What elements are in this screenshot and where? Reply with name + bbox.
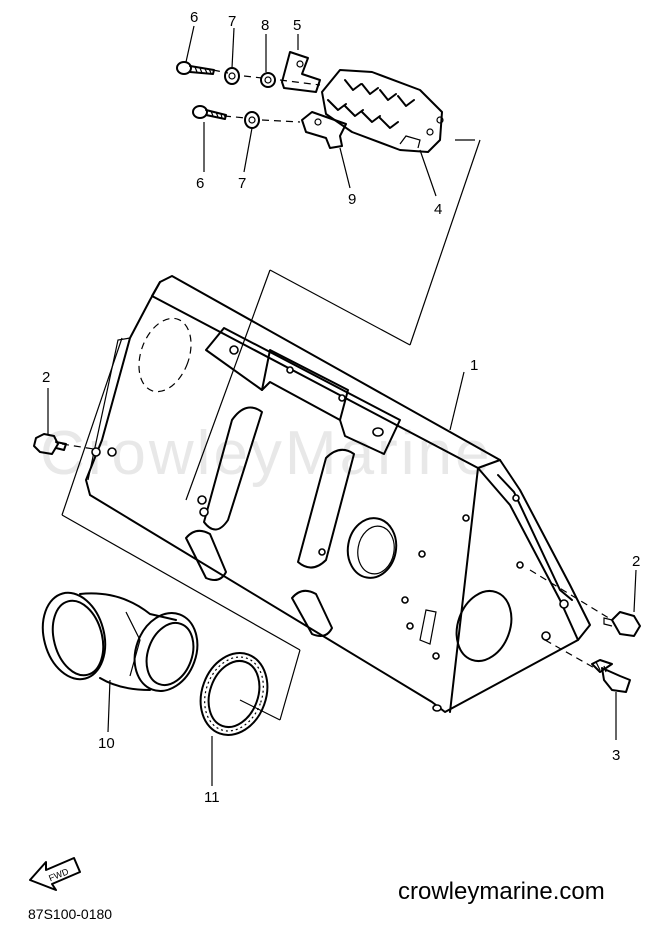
callout-5: 5: [293, 17, 301, 34]
callout-9: 9: [348, 191, 356, 208]
bolt-part-2-right: [603, 611, 641, 637]
callout-6-top: 6: [190, 9, 198, 26]
cover-part-1: [85, 275, 591, 713]
callout-3: 3: [612, 747, 620, 764]
screw-part-6-top: [176, 61, 215, 75]
callout-7-top: 7: [228, 13, 236, 30]
callout-8: 8: [261, 17, 269, 34]
callout-leaders: [47, 25, 637, 786]
terminal-block-part-4: [321, 69, 444, 153]
washer-part-8: [260, 72, 276, 88]
clip-part-9: [301, 111, 347, 149]
nut-part-7-bottom: [244, 111, 260, 129]
nut-part-7-top: [224, 67, 240, 85]
callout-7-bottom: 7: [238, 175, 246, 192]
diagram-code: 87S100-0180: [28, 906, 113, 922]
bolt-part-3: [591, 659, 631, 693]
screw-part-6-bottom: [192, 105, 227, 120]
callout-10: 10: [98, 735, 115, 752]
callout-2-right: 2: [632, 553, 640, 570]
callout-2-left: 2: [42, 369, 50, 386]
leader-lines: [61, 69, 613, 721]
fwd-arrow-icon: FWD: [29, 857, 81, 891]
bracket-part-5: [281, 51, 321, 93]
callout-6-bottom: 6: [196, 175, 204, 192]
bolt-part-2-left: [33, 433, 67, 455]
callout-4: 4: [434, 201, 442, 218]
website-label: crowleymarine.com: [398, 878, 605, 905]
callout-11: 11: [204, 789, 220, 806]
intake-duct-part-10: [41, 591, 199, 692]
gasket-ring-part-11: [199, 652, 269, 736]
callout-1: 1: [470, 357, 478, 374]
